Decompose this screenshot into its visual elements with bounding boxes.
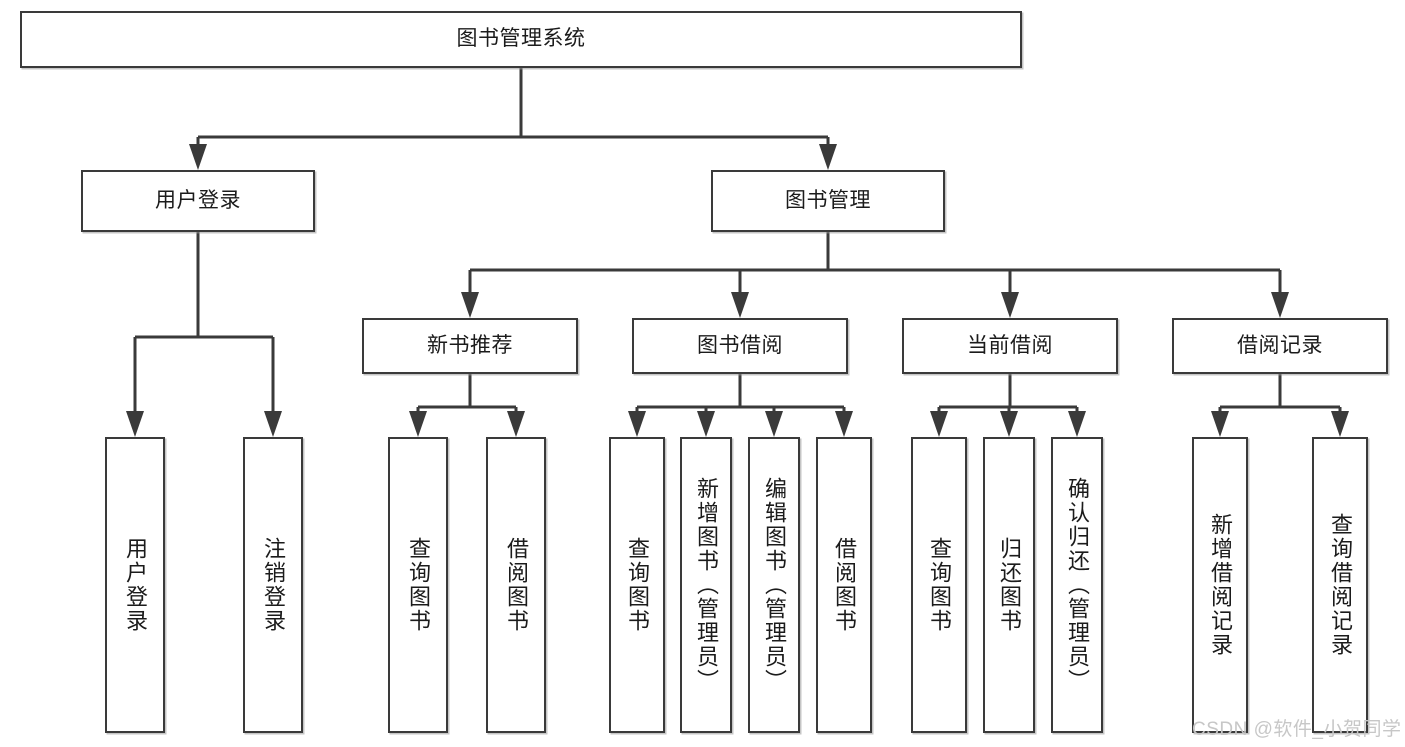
connector-arrowhead-icon xyxy=(126,411,144,437)
connector-arrowhead-icon xyxy=(507,411,525,437)
node-root[interactable]: 图书管理系统 xyxy=(20,11,1022,68)
connector-arrowhead-icon xyxy=(1211,411,1229,437)
connector-arrowhead-icon xyxy=(819,144,837,170)
node-label: 图书借阅 xyxy=(697,333,783,357)
connector-arrowhead-icon xyxy=(1068,411,1086,437)
node-leaf-borrow-book-2[interactable]: 借阅图书 xyxy=(816,437,872,733)
node-label: 查询图书 xyxy=(405,537,431,633)
node-label: 查询图书 xyxy=(926,537,952,633)
connector-arrowhead-icon xyxy=(697,411,715,437)
connector-arrowhead-icon xyxy=(628,411,646,437)
node-label: 归还图书 xyxy=(996,537,1022,633)
node-leaf-add-borrow-record[interactable]: 新增借阅记录 xyxy=(1192,437,1248,733)
node-label: 查询图书 xyxy=(624,537,650,633)
connector-arrowhead-icon xyxy=(930,411,948,437)
connector-arrowhead-icon xyxy=(1331,411,1349,437)
node-leaf-user-login[interactable]: 用户登录 xyxy=(105,437,165,733)
node-new-book-recommend[interactable]: 新书推荐 xyxy=(362,318,578,374)
node-current-borrow[interactable]: 当前借阅 xyxy=(902,318,1118,374)
node-label: 用户登录 xyxy=(155,188,241,212)
node-label: 确认归还（管理员） xyxy=(1064,477,1090,693)
node-label: 借阅记录 xyxy=(1237,333,1323,357)
node-leaf-query-book-1[interactable]: 查询图书 xyxy=(388,437,448,733)
node-leaf-user-logout[interactable]: 注销登录 xyxy=(243,437,303,733)
node-book-manage[interactable]: 图书管理 xyxy=(711,170,945,232)
node-label: 编辑图书（管理员） xyxy=(761,477,787,693)
node-borrow-record[interactable]: 借阅记录 xyxy=(1172,318,1388,374)
connector-arrowhead-icon xyxy=(1271,292,1289,318)
node-book-borrow[interactable]: 图书借阅 xyxy=(632,318,848,374)
node-label: 图书管理系统 xyxy=(456,27,586,51)
node-label: 注销登录 xyxy=(260,537,286,633)
node-user-login[interactable]: 用户登录 xyxy=(81,170,315,232)
connector-arrowhead-icon xyxy=(189,144,207,170)
connector-arrowhead-icon xyxy=(264,411,282,437)
node-label: 借阅图书 xyxy=(831,537,857,633)
connector-arrowhead-icon xyxy=(461,292,479,318)
node-leaf-borrow-book-1[interactable]: 借阅图书 xyxy=(486,437,546,733)
node-label: 图书管理 xyxy=(785,188,871,212)
node-leaf-add-book-admin[interactable]: 新增图书（管理员） xyxy=(680,437,732,733)
connector-arrowhead-icon xyxy=(409,411,427,437)
node-label: 新书推荐 xyxy=(427,333,513,357)
node-leaf-edit-book-admin[interactable]: 编辑图书（管理员） xyxy=(748,437,800,733)
node-leaf-query-book-3[interactable]: 查询图书 xyxy=(911,437,967,733)
node-label: 查询借阅记录 xyxy=(1327,513,1353,657)
node-label: 借阅图书 xyxy=(503,537,529,633)
connector-arrowhead-icon xyxy=(835,411,853,437)
node-label: 用户登录 xyxy=(122,537,148,633)
node-label: 当前借阅 xyxy=(967,333,1053,357)
connector-arrowhead-icon xyxy=(731,292,749,318)
node-leaf-return-book[interactable]: 归还图书 xyxy=(983,437,1035,733)
connector-arrowhead-icon xyxy=(1001,292,1019,318)
node-leaf-confirm-return-admin[interactable]: 确认归还（管理员） xyxy=(1051,437,1103,733)
connector-arrowhead-icon xyxy=(765,411,783,437)
connector-arrowhead-icon xyxy=(1000,411,1018,437)
node-label: 新增借阅记录 xyxy=(1207,513,1233,657)
node-label: 新增图书（管理员） xyxy=(693,477,719,693)
node-leaf-query-book-2[interactable]: 查询图书 xyxy=(609,437,665,733)
node-leaf-query-borrow-record[interactable]: 查询借阅记录 xyxy=(1312,437,1368,733)
